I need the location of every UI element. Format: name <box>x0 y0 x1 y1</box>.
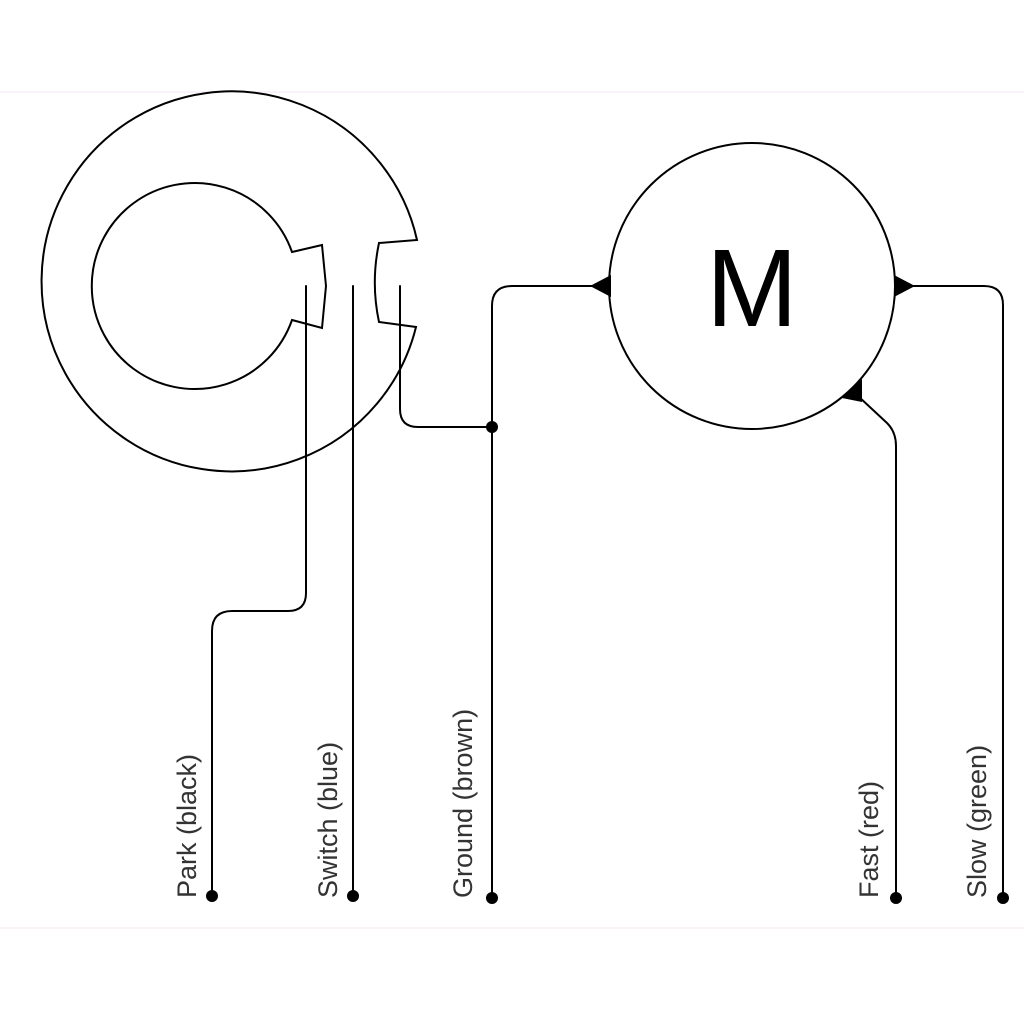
ground-junction-dot <box>486 421 498 433</box>
ground-branch-wire <box>399 285 493 428</box>
switch-label: Switch (blue) <box>313 742 343 898</box>
park-label: Park (black) <box>172 754 202 898</box>
park-terminal-dot <box>206 890 218 902</box>
motor-ground-terminal <box>590 275 611 297</box>
ground-wire <box>491 285 605 897</box>
cam-inner-notched-disc <box>90 182 328 390</box>
motor: M <box>608 142 896 430</box>
slow-label: Slow (green) <box>962 745 992 898</box>
slow-terminal-dot <box>997 892 1009 904</box>
ground-label: Ground (brown) <box>448 709 478 898</box>
switch-terminal-dot <box>347 890 359 902</box>
fast-label: Fast (red) <box>854 781 884 898</box>
park-wire <box>211 285 307 897</box>
fast-wire <box>857 395 897 897</box>
fast-terminal-dot <box>890 892 902 904</box>
ground-terminal-dot <box>486 892 498 904</box>
slow-wire <box>899 285 1004 897</box>
park-switch-cam <box>40 90 419 473</box>
motor-fast-terminal <box>842 379 862 402</box>
motor-label: M <box>706 227 798 350</box>
